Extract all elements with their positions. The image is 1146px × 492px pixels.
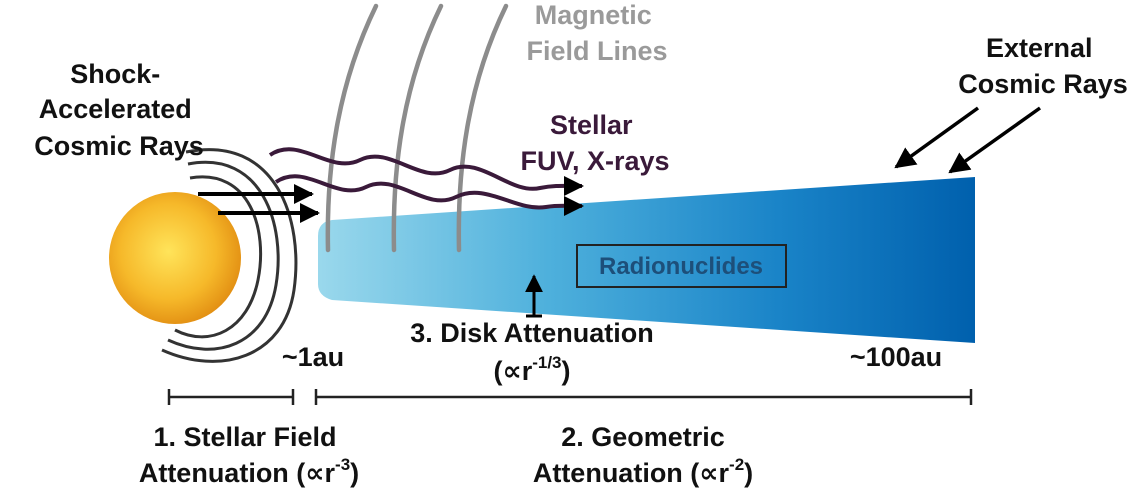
disk-attenuation-formula: (∝r-1/3)	[493, 353, 570, 386]
stellar-field-attenuation-formula: Attenuation (∝r-3)	[139, 455, 359, 488]
stellar-field-arcs	[161, 148, 298, 363]
stellar-field-attenuation-label: 1. Stellar Field	[153, 422, 336, 452]
external-arrow-2	[948, 106, 1042, 174]
radionuclides-label: Radionuclides	[599, 253, 763, 280]
wave-2	[274, 174, 584, 216]
au-1-label: ~1au	[282, 342, 344, 372]
disk-attenuation-arrow	[525, 274, 543, 318]
field-line-2	[391, 3, 444, 253]
external-arrow-1	[894, 106, 980, 169]
protoplanetary-disk	[318, 177, 975, 343]
external-rays-label: External Cosmic Rays	[958, 33, 1128, 99]
magnetic-field-lines	[325, 3, 509, 253]
star	[109, 192, 241, 324]
radionuclides-box	[576, 244, 787, 288]
au-100-label: ~100au	[850, 342, 942, 372]
shock-ray-arrows	[198, 184, 320, 223]
stellar-fuv-label: Stellar FUV, X-rays	[520, 110, 669, 176]
magnetic-field-label: Magnetic Field Lines	[526, 0, 667, 66]
field-line-1	[325, 3, 379, 253]
shock-rays-label: Shock- Accelerated Cosmic Rays	[34, 59, 204, 161]
geometric-attenuation-formula: Attenuation (∝r-2)	[533, 455, 753, 488]
field-arc-3	[161, 148, 298, 363]
fuv-xray-waves	[268, 147, 584, 216]
field-arc-2	[167, 160, 280, 351]
field-arc-1	[174, 175, 263, 339]
wave-1	[268, 147, 584, 196]
disk-attenuation-label: 3. Disk Attenuation	[410, 318, 654, 348]
external-ray-arrows	[894, 106, 1042, 174]
field-line-3	[456, 3, 509, 253]
scale-bars	[167, 389, 973, 405]
geometric-attenuation-label: 2. Geometric	[561, 422, 725, 452]
